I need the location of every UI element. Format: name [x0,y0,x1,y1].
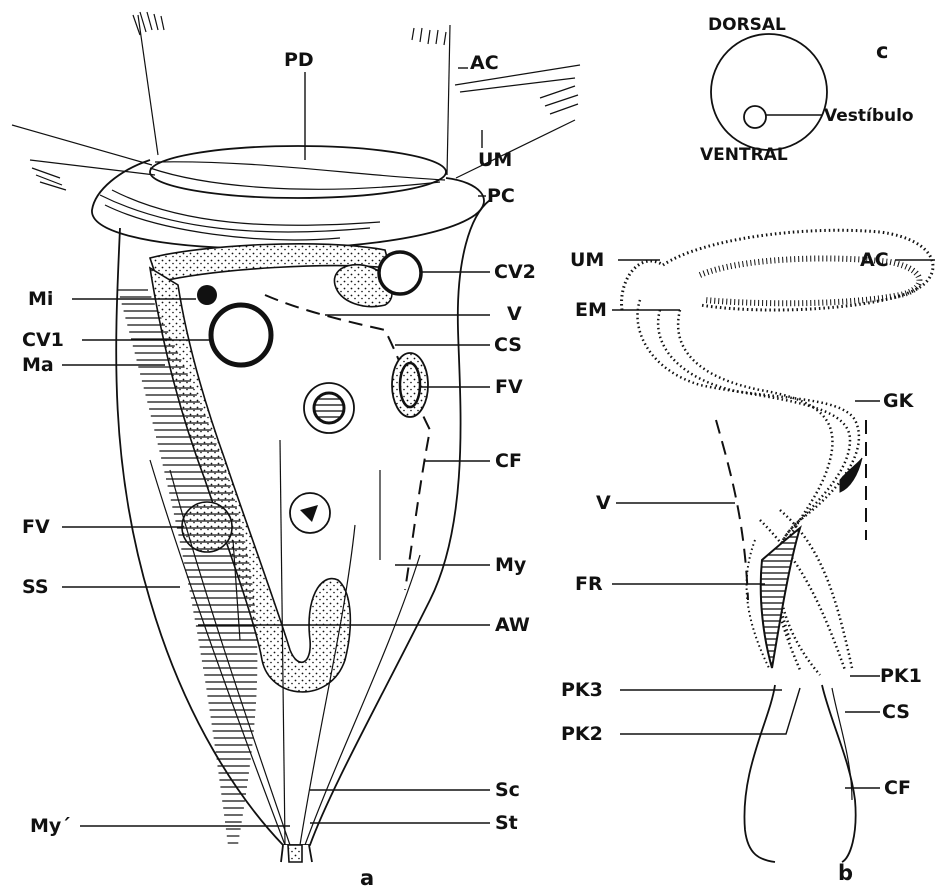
label-my-prime: My´ [30,815,71,837]
label-mi: Mi [28,288,53,310]
figure-b-drawing [622,230,933,862]
panel-label-b: b [838,861,853,885]
label-ss: SS [22,576,49,598]
label-pk3: PK3 [561,679,603,701]
label-ma: Ma [22,354,54,376]
label-fv-left: FV [22,516,50,538]
oral-ciliary-descent [638,300,859,640]
vestibulum-dashed [265,295,430,590]
label-ac-b: AC [860,249,889,271]
label-cv2: CV2 [494,261,536,283]
food-vacuole-right [392,353,428,417]
label-pd: PD [284,49,314,71]
label-aw: AW [495,614,530,636]
food-vacuole-mid [304,383,354,433]
label-fr: FR [575,573,603,595]
food-ridge [761,528,800,668]
label-cv1: CV1 [22,329,64,351]
food-vacuole-low [290,493,330,533]
label-pc: PC [487,185,515,207]
label-st: St [495,812,518,834]
label-v-b: V [596,492,611,514]
label-pk2: PK2 [561,723,603,745]
figure-b-lower-body [744,685,775,862]
label-cf-a: CF [495,450,522,472]
label-sc: Sc [495,779,520,801]
figure-c-drawing: DORSAL Vestíbulo VENTRAL c [700,15,914,165]
peristomial-disc [150,146,446,198]
cross-section-circle [711,34,827,150]
label-ventral: VENTRAL [700,145,788,165]
label-vestibulo: Vestíbulo [824,106,914,126]
label-cs-a: CS [494,334,522,356]
label-dorsal: DORSAL [708,15,786,35]
vestibulo-circle [744,106,766,128]
oral-spiral-outer [663,230,933,310]
label-v-a: V [507,303,522,325]
label-fv-right: FV [495,376,523,398]
panel-label-c: c [876,39,888,63]
contractile-vacuole-1 [211,305,271,365]
label-um: UM [478,149,512,171]
stalk-myoneme [288,845,302,862]
figure-a-drawing [12,12,580,865]
label-ac: AC [470,52,499,74]
label-gk: GK [883,390,915,412]
vestibulum-b [716,420,748,600]
label-cs-b: CS [882,701,910,723]
label-my: My [495,554,527,576]
contractile-vacuole-2 [379,252,421,294]
micronucleus [197,285,217,305]
food-ridge-upper [840,458,862,492]
label-cf-b: CF [884,777,911,799]
label-pk1: PK1 [880,665,922,687]
panel-label-a: a [360,866,374,888]
label-em: EM [575,299,607,321]
label-um-b: UM [570,249,604,271]
food-vacuole-left [182,502,232,552]
